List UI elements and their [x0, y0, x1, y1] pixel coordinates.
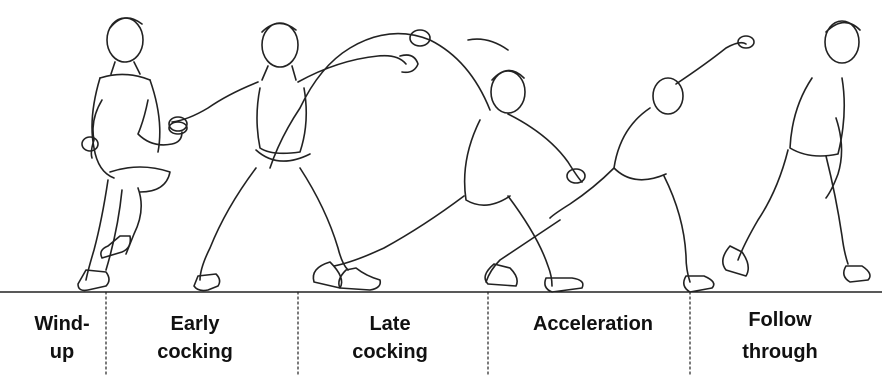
phase-label-acceleration: Acceleration: [508, 310, 678, 338]
figure-windup: [78, 18, 187, 291]
phase-label-early-cocking: Early cocking: [140, 310, 250, 366]
phase-label-line: through: [720, 336, 840, 368]
phase-label-line: Early: [140, 310, 250, 338]
figure-late-cocking: [270, 30, 585, 292]
phase-label-line: cocking: [335, 338, 445, 366]
phase-label-late-cocking: Late cocking: [335, 310, 445, 366]
phase-label-line: up: [22, 338, 102, 366]
phase-label-follow-through: Follow through: [720, 304, 840, 368]
phase-label-windup: Wind- up: [22, 310, 102, 366]
figure-follow-through: [723, 21, 870, 282]
phase-label-line: Follow: [720, 304, 840, 336]
phase-label-line: Acceleration: [508, 310, 678, 338]
figure-acceleration: [485, 36, 754, 292]
phase-label-line: Wind-: [22, 310, 102, 338]
phase-label-line: Late: [335, 310, 445, 338]
phase-label-line: cocking: [140, 338, 250, 366]
